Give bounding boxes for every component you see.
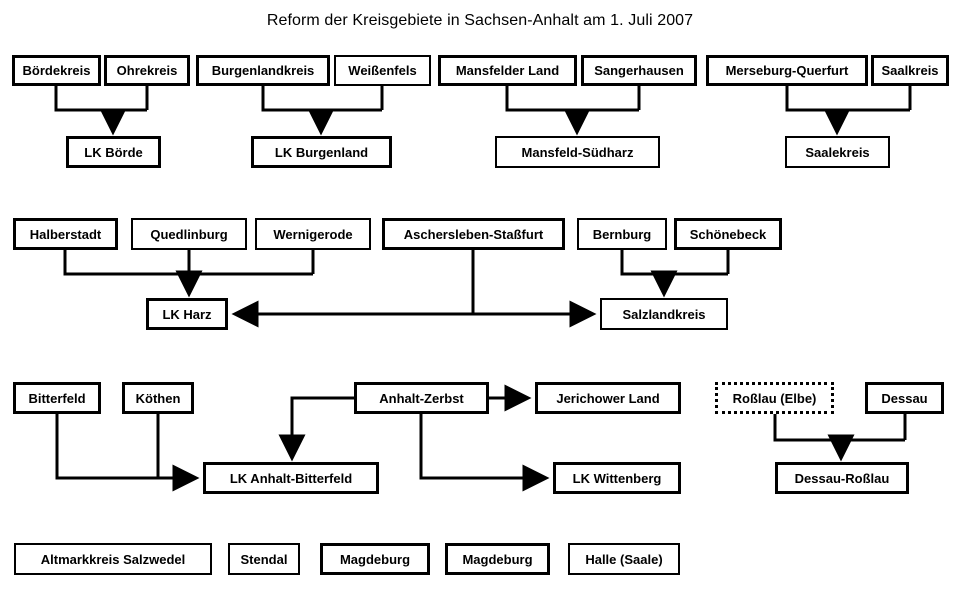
- node-mansfelder-land[interactable]: Mansfelder Land: [438, 55, 577, 86]
- node-halle-saale[interactable]: Halle (Saale): [568, 543, 680, 575]
- node-boerdekreis[interactable]: Bördekreis: [12, 55, 101, 86]
- node-saalkreis[interactable]: Saalkreis: [871, 55, 949, 86]
- node-wernigerode[interactable]: Wernigerode: [255, 218, 371, 250]
- node-dessau[interactable]: Dessau: [865, 382, 944, 414]
- node-mansfeld-suedharz[interactable]: Mansfeld-Südharz: [495, 136, 660, 168]
- node-lk-harz[interactable]: LK Harz: [146, 298, 228, 330]
- node-halberstadt[interactable]: Halberstadt: [13, 218, 118, 250]
- node-lk-anhalt-bitterfeld[interactable]: LK Anhalt-Bitterfeld: [203, 462, 379, 494]
- node-bitterfeld[interactable]: Bitterfeld: [13, 382, 101, 414]
- node-burgenlandkreis[interactable]: Burgenlandkreis: [196, 55, 330, 86]
- node-quedlinburg[interactable]: Quedlinburg: [131, 218, 247, 250]
- node-sangerhausen[interactable]: Sangerhausen: [581, 55, 697, 86]
- node-weissenfels[interactable]: Weißenfels: [334, 55, 431, 86]
- node-ohrekreis[interactable]: Ohrekreis: [104, 55, 190, 86]
- node-schoenebeck[interactable]: Schönebeck: [674, 218, 782, 250]
- node-bernburg[interactable]: Bernburg: [577, 218, 667, 250]
- node-altmarkkreis-salzwedel[interactable]: Altmarkkreis Salzwedel: [14, 543, 212, 575]
- node-lk-boerde[interactable]: LK Börde: [66, 136, 161, 168]
- node-jerichower-land[interactable]: Jerichower Land: [535, 382, 681, 414]
- node-anhalt-zerbst[interactable]: Anhalt-Zerbst: [354, 382, 489, 414]
- node-aschersleben-stassfurt[interactable]: Aschersleben-Staßfurt: [382, 218, 565, 250]
- node-merseburg-querfurt[interactable]: Merseburg-Querfurt: [706, 55, 868, 86]
- node-saalekreis[interactable]: Saalekreis: [785, 136, 890, 168]
- node-dessau-rosslau[interactable]: Dessau-Roßlau: [775, 462, 909, 494]
- node-rosslau-elbe[interactable]: Roßlau (Elbe): [715, 382, 834, 414]
- node-magdeburg-kreis[interactable]: Magdeburg: [320, 543, 430, 575]
- page-title: Reform der Kreisgebiete in Sachsen-Anhal…: [266, 12, 694, 29]
- node-lk-burgenland[interactable]: LK Burgenland: [251, 136, 392, 168]
- node-magdeburg-stadt[interactable]: Magdeburg: [445, 543, 550, 575]
- node-lk-wittenberg[interactable]: LK Wittenberg: [553, 462, 681, 494]
- node-stendal[interactable]: Stendal: [228, 543, 300, 575]
- node-koethen[interactable]: Köthen: [122, 382, 194, 414]
- node-salzlandkreis[interactable]: Salzlandkreis: [600, 298, 728, 330]
